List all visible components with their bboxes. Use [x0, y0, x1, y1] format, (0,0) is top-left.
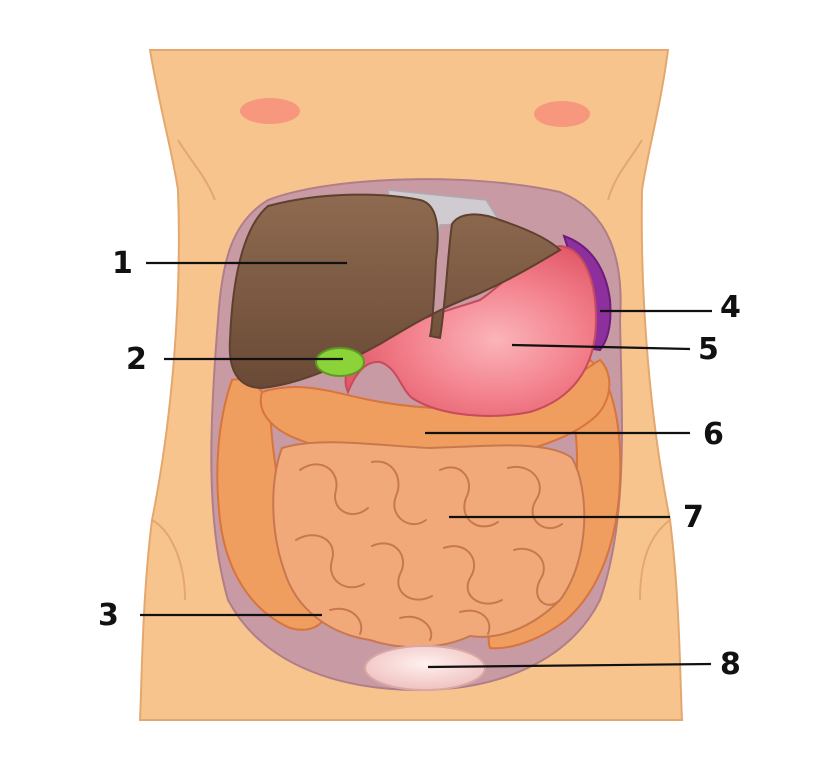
- leader-line-8: [427, 662, 712, 669]
- bladder: [364, 645, 486, 691]
- gallbladder: [315, 347, 365, 377]
- label-5: 5: [698, 332, 719, 367]
- label-4: 4: [720, 290, 741, 325]
- torso-crease-left: [177, 139, 216, 201]
- torso-crease-right: [607, 139, 643, 201]
- leader-line-5: [511, 343, 691, 351]
- hip-crease-right: [639, 519, 671, 601]
- stomach: [344, 244, 598, 417]
- label-1: 1: [112, 246, 133, 281]
- hip-crease-left: [151, 519, 186, 601]
- liver: [228, 193, 562, 390]
- leader-lines: [140, 261, 712, 669]
- nipple-left: [240, 98, 300, 124]
- small-intestine: [272, 441, 586, 649]
- nipple-right: [534, 101, 590, 127]
- intestine-loops: [295, 460, 563, 641]
- label-6: 6: [703, 417, 724, 452]
- label-8: 8: [720, 647, 741, 682]
- label-2: 2: [126, 342, 147, 377]
- label-7: 7: [683, 500, 704, 535]
- label-3: 3: [98, 598, 119, 633]
